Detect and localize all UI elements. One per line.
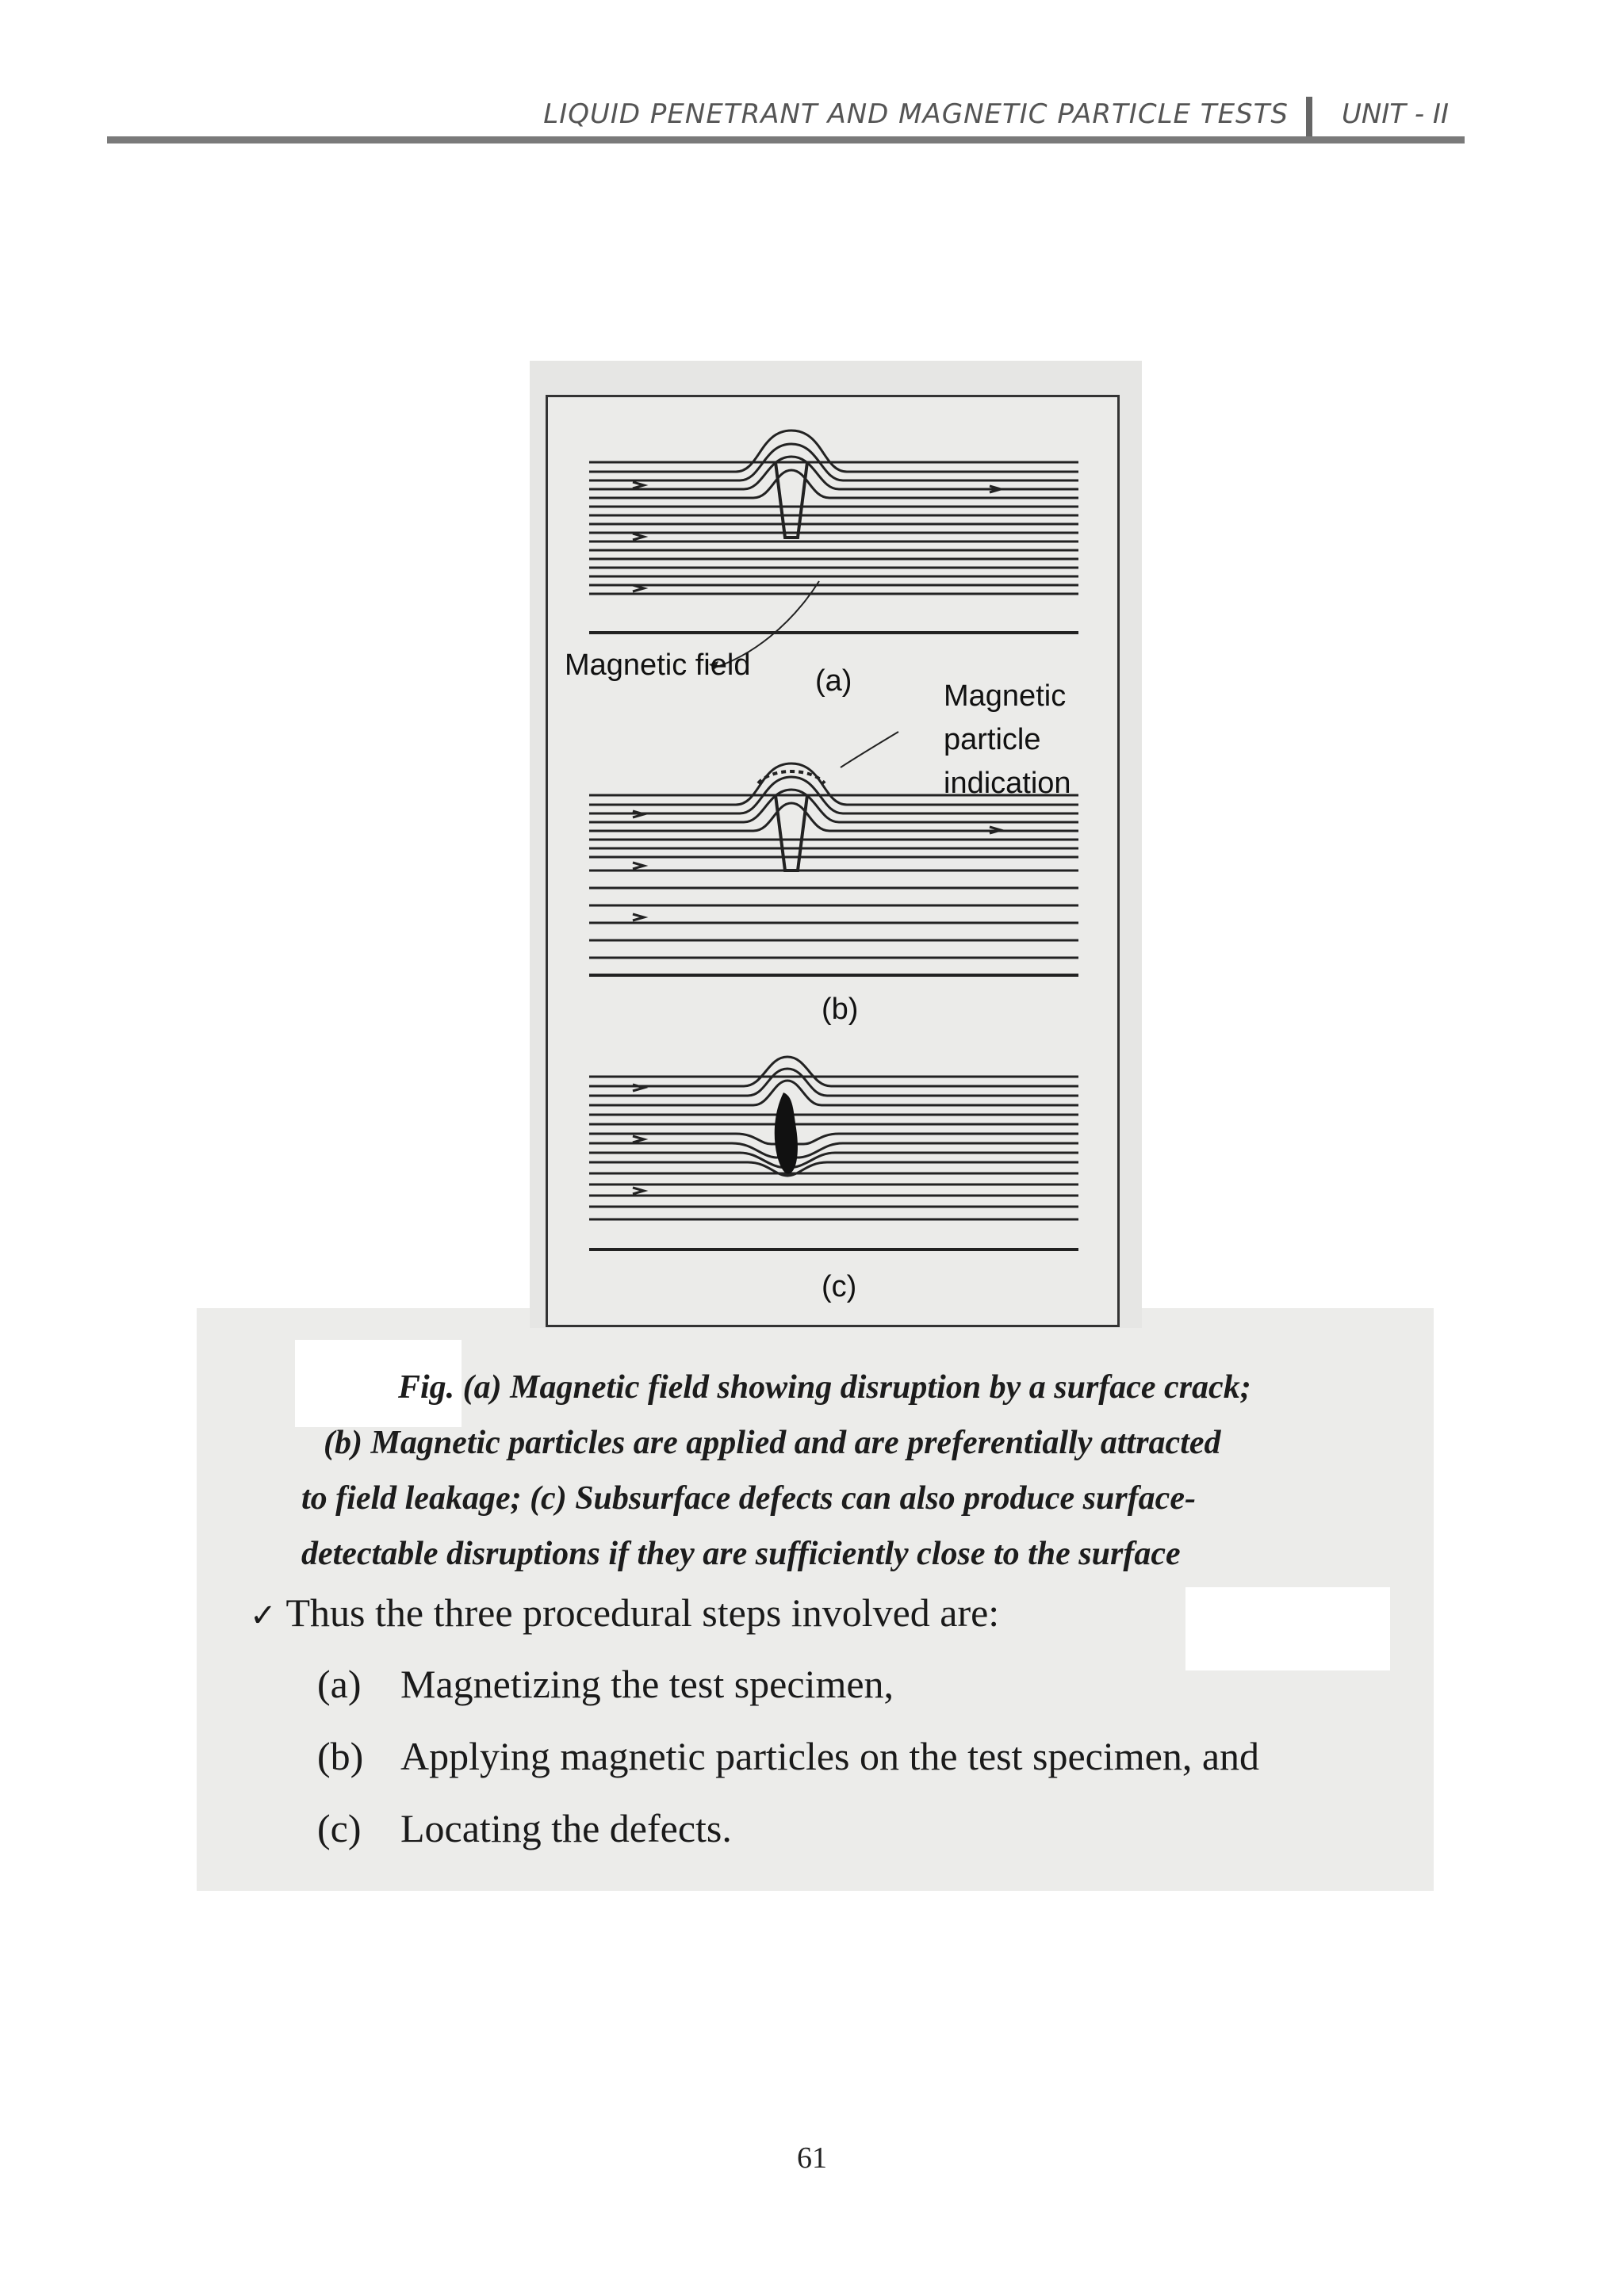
scan-whiteout-right bbox=[1185, 1587, 1390, 1670]
page-header: LIQUID PENETRANT AND MAGNETIC PARTICLE T… bbox=[107, 95, 1465, 144]
step-text: Applying magnetic particles on the test … bbox=[400, 1734, 1260, 1778]
label-b: (b) bbox=[822, 993, 859, 1026]
step-text: Locating the defects. bbox=[400, 1806, 732, 1850]
checkmark-icon: ✓ bbox=[250, 1598, 277, 1634]
header-unit: UNIT - II bbox=[1341, 98, 1449, 130]
list-item: (c) Locating the defects. bbox=[317, 1805, 732, 1851]
list-item: (a) Magnetizing the test specimen, bbox=[317, 1661, 894, 1707]
page-number: 61 bbox=[797, 2141, 827, 2175]
panel-c-diagram bbox=[589, 1055, 1078, 1251]
caption-line-1: Fig. (a) Magnetic field showing disrupti… bbox=[398, 1369, 1251, 1406]
label-indication-3: indication bbox=[944, 767, 1071, 800]
steps-intro-text: Thus the three procedural steps involved… bbox=[285, 1590, 1000, 1635]
panel-b-diagram bbox=[589, 731, 1078, 977]
label-c: (c) bbox=[822, 1270, 857, 1303]
figure-caption: Fig. (a) Magnetic field showing disrupti… bbox=[301, 1360, 1411, 1582]
list-item: (b) Applying magnetic particles on the te… bbox=[317, 1733, 1259, 1779]
step-number: (a) bbox=[317, 1662, 362, 1706]
label-a: (a) bbox=[815, 664, 852, 698]
step-number: (c) bbox=[317, 1806, 362, 1850]
panel-a-diagram bbox=[589, 429, 1078, 669]
scan-whiteout-left bbox=[295, 1340, 462, 1427]
header-rule bbox=[107, 136, 1465, 144]
caption-line-4: detectable disruptions if they are suffi… bbox=[301, 1536, 1181, 1572]
step-number: (b) bbox=[317, 1734, 364, 1778]
steps-intro: ✓Thus the three procedural steps involve… bbox=[250, 1590, 999, 1636]
step-text: Magnetizing the test specimen, bbox=[400, 1662, 894, 1706]
label-magnetic-field: Magnetic field bbox=[565, 649, 751, 682]
subsurface-defect-shape bbox=[774, 1093, 798, 1174]
label-indication-2: particle bbox=[944, 723, 1041, 756]
header-title: LIQUID PENETRANT AND MAGNETIC PARTICLE T… bbox=[543, 98, 1289, 130]
caption-line-2: (b) Magnetic particles are applied and a… bbox=[324, 1425, 1221, 1461]
magnetic-field-figure bbox=[589, 429, 1078, 1251]
header-separator bbox=[1306, 97, 1312, 138]
label-indication-1: Magnetic bbox=[944, 679, 1067, 713]
caption-line-3: to field leakage; (c) Subsurface defects… bbox=[301, 1480, 1196, 1517]
